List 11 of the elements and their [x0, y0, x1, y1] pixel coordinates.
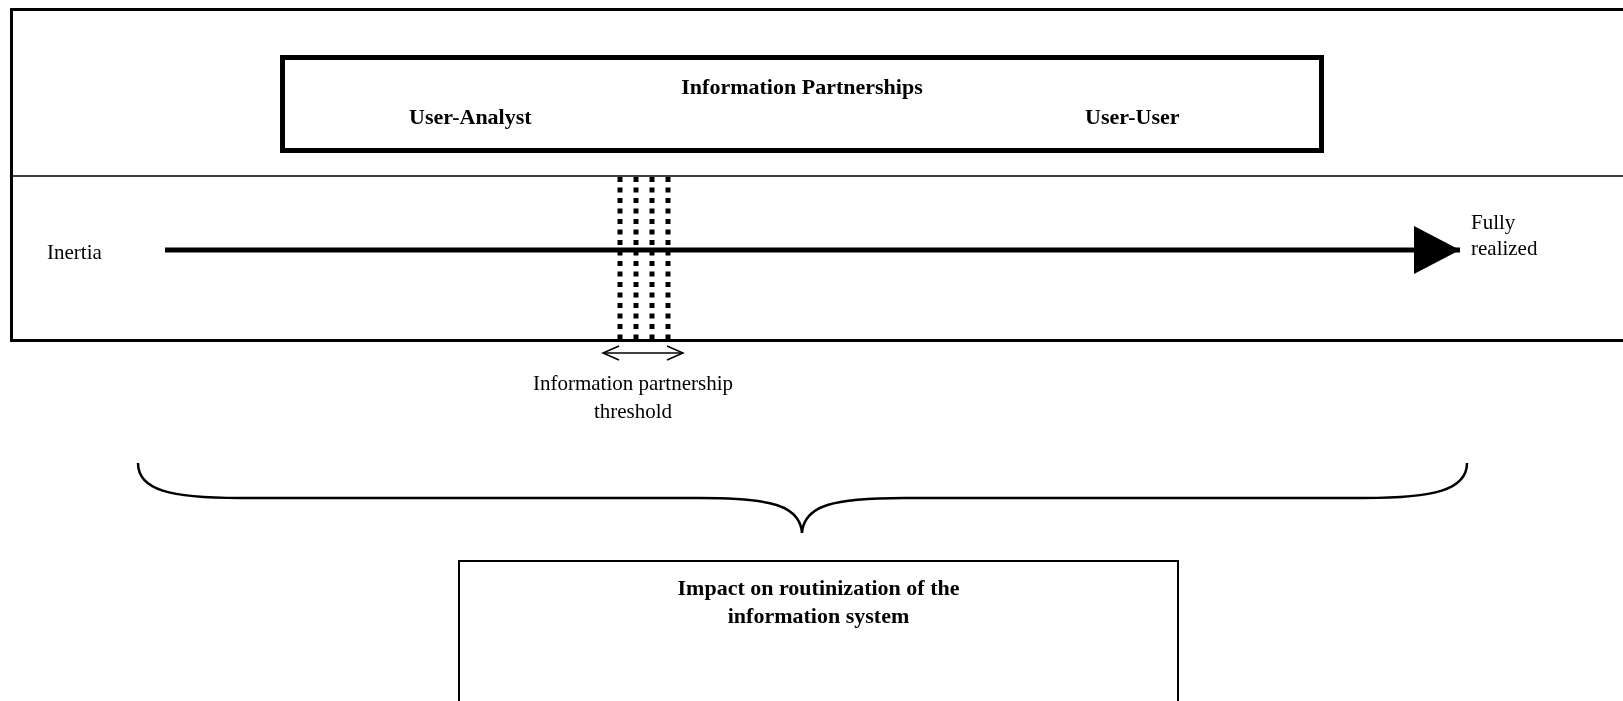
box-heading: Information Partnerships: [681, 74, 923, 100]
box-heading: Impact on routinization of the information system: [676, 574, 961, 630]
outcome-box: [458, 560, 1179, 701]
threshold-label: Information partnership threshold: [532, 370, 734, 425]
panel-frame: [10, 8, 1623, 342]
partnership-type: User-User: [1085, 104, 1180, 130]
scale-end-label: Fully realized: [1471, 209, 1539, 261]
scale-arrow: [165, 226, 1460, 274]
scale-end-label: Inertia: [47, 239, 103, 265]
partnership-box: [280, 55, 1324, 153]
partnership-type: User-Analyst: [409, 104, 532, 130]
